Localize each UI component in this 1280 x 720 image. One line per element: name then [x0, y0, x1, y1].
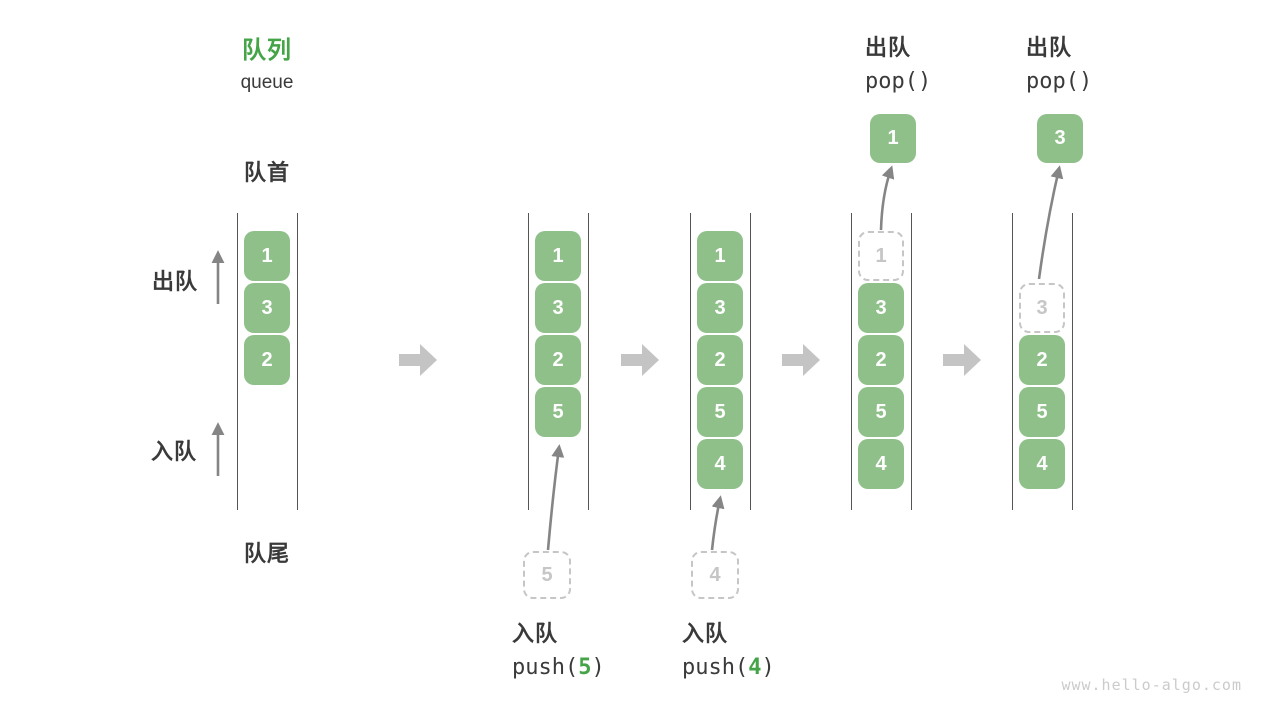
- operation-code: pop(): [1026, 69, 1093, 94]
- operation-label-zh: 出队: [1026, 35, 1073, 60]
- label-queue-front: 队首: [243, 160, 290, 185]
- operation-label: 出队 pop(): [865, 30, 931, 94]
- queue-item: 2: [244, 335, 290, 385]
- operation-label-zh: 出队: [865, 35, 912, 60]
- operation-label: 出队 pop(): [1026, 30, 1092, 94]
- step-arrow-icon: [621, 344, 659, 376]
- incoming-item-ghost: 4: [691, 551, 739, 599]
- popped-item: 3: [1037, 114, 1083, 163]
- queue-column: 1 3 2 5: [528, 213, 589, 510]
- queue-item: 3: [244, 283, 290, 333]
- queue-item: 2: [858, 335, 904, 385]
- diagram-header: 队列 queue: [207, 30, 327, 94]
- queue-item: 3: [535, 283, 581, 333]
- queue-item: 3: [858, 283, 904, 333]
- queue-item: 5: [535, 387, 581, 437]
- queue-item: 1: [535, 231, 581, 281]
- title-en: queue: [240, 72, 294, 93]
- operation-code: push(5): [512, 655, 605, 680]
- label-queue-rear: 队尾: [243, 541, 290, 566]
- step-arrow-icon: [399, 344, 437, 376]
- popped-item: 1: [870, 114, 916, 163]
- queue-item: 1: [697, 231, 743, 281]
- label-dequeue-side: 出队: [152, 269, 199, 294]
- queue-item: 4: [1019, 439, 1065, 489]
- enqueue-direction-arrow-icon: [211, 422, 225, 476]
- pop-arrow-icon: [1037, 165, 1064, 280]
- watermark: www.hello-algo.com: [1061, 676, 1242, 694]
- operation-label-zh: 入队: [512, 621, 559, 646]
- queue-column: 1 3 2 5 4: [690, 213, 751, 510]
- queue-column: 1 3 2 5 4: [851, 213, 912, 510]
- queue-item: 5: [697, 387, 743, 437]
- push-arrow-icon: [546, 444, 565, 551]
- step-arrow-icon: [782, 344, 820, 376]
- queue-item: 4: [697, 439, 743, 489]
- title-zh: 队列: [242, 37, 292, 64]
- queue-item: 2: [535, 335, 581, 385]
- operation-label: 入队 push(4): [682, 616, 775, 680]
- queue-item-ghost: 3: [1019, 283, 1065, 333]
- queue-item: 4: [858, 439, 904, 489]
- dequeue-direction-arrow-icon: [211, 250, 225, 304]
- step-arrow-icon: [943, 344, 981, 376]
- queue-item: 5: [1019, 387, 1065, 437]
- queue-column: 1 3 2: [237, 213, 298, 510]
- operation-code-arg: 5: [578, 655, 592, 680]
- push-arrow-icon: [710, 495, 725, 551]
- label-enqueue-side: 入队: [151, 439, 198, 464]
- operation-code: push(4): [682, 655, 775, 680]
- queue-item: 1: [244, 231, 290, 281]
- operation-label: 入队 push(5): [512, 616, 605, 680]
- pop-arrow-icon: [879, 165, 895, 231]
- queue-item-ghost: 1: [858, 231, 904, 281]
- operation-label-zh: 入队: [682, 621, 729, 646]
- queue-column: 3 2 5 4: [1012, 213, 1073, 510]
- incoming-item-ghost: 5: [523, 551, 571, 599]
- queue-item: 5: [858, 387, 904, 437]
- queue-item: 2: [697, 335, 743, 385]
- operation-code: pop(): [865, 69, 932, 94]
- queue-item: 3: [697, 283, 743, 333]
- operation-code-arg: 4: [748, 655, 762, 680]
- queue-item: 2: [1019, 335, 1065, 385]
